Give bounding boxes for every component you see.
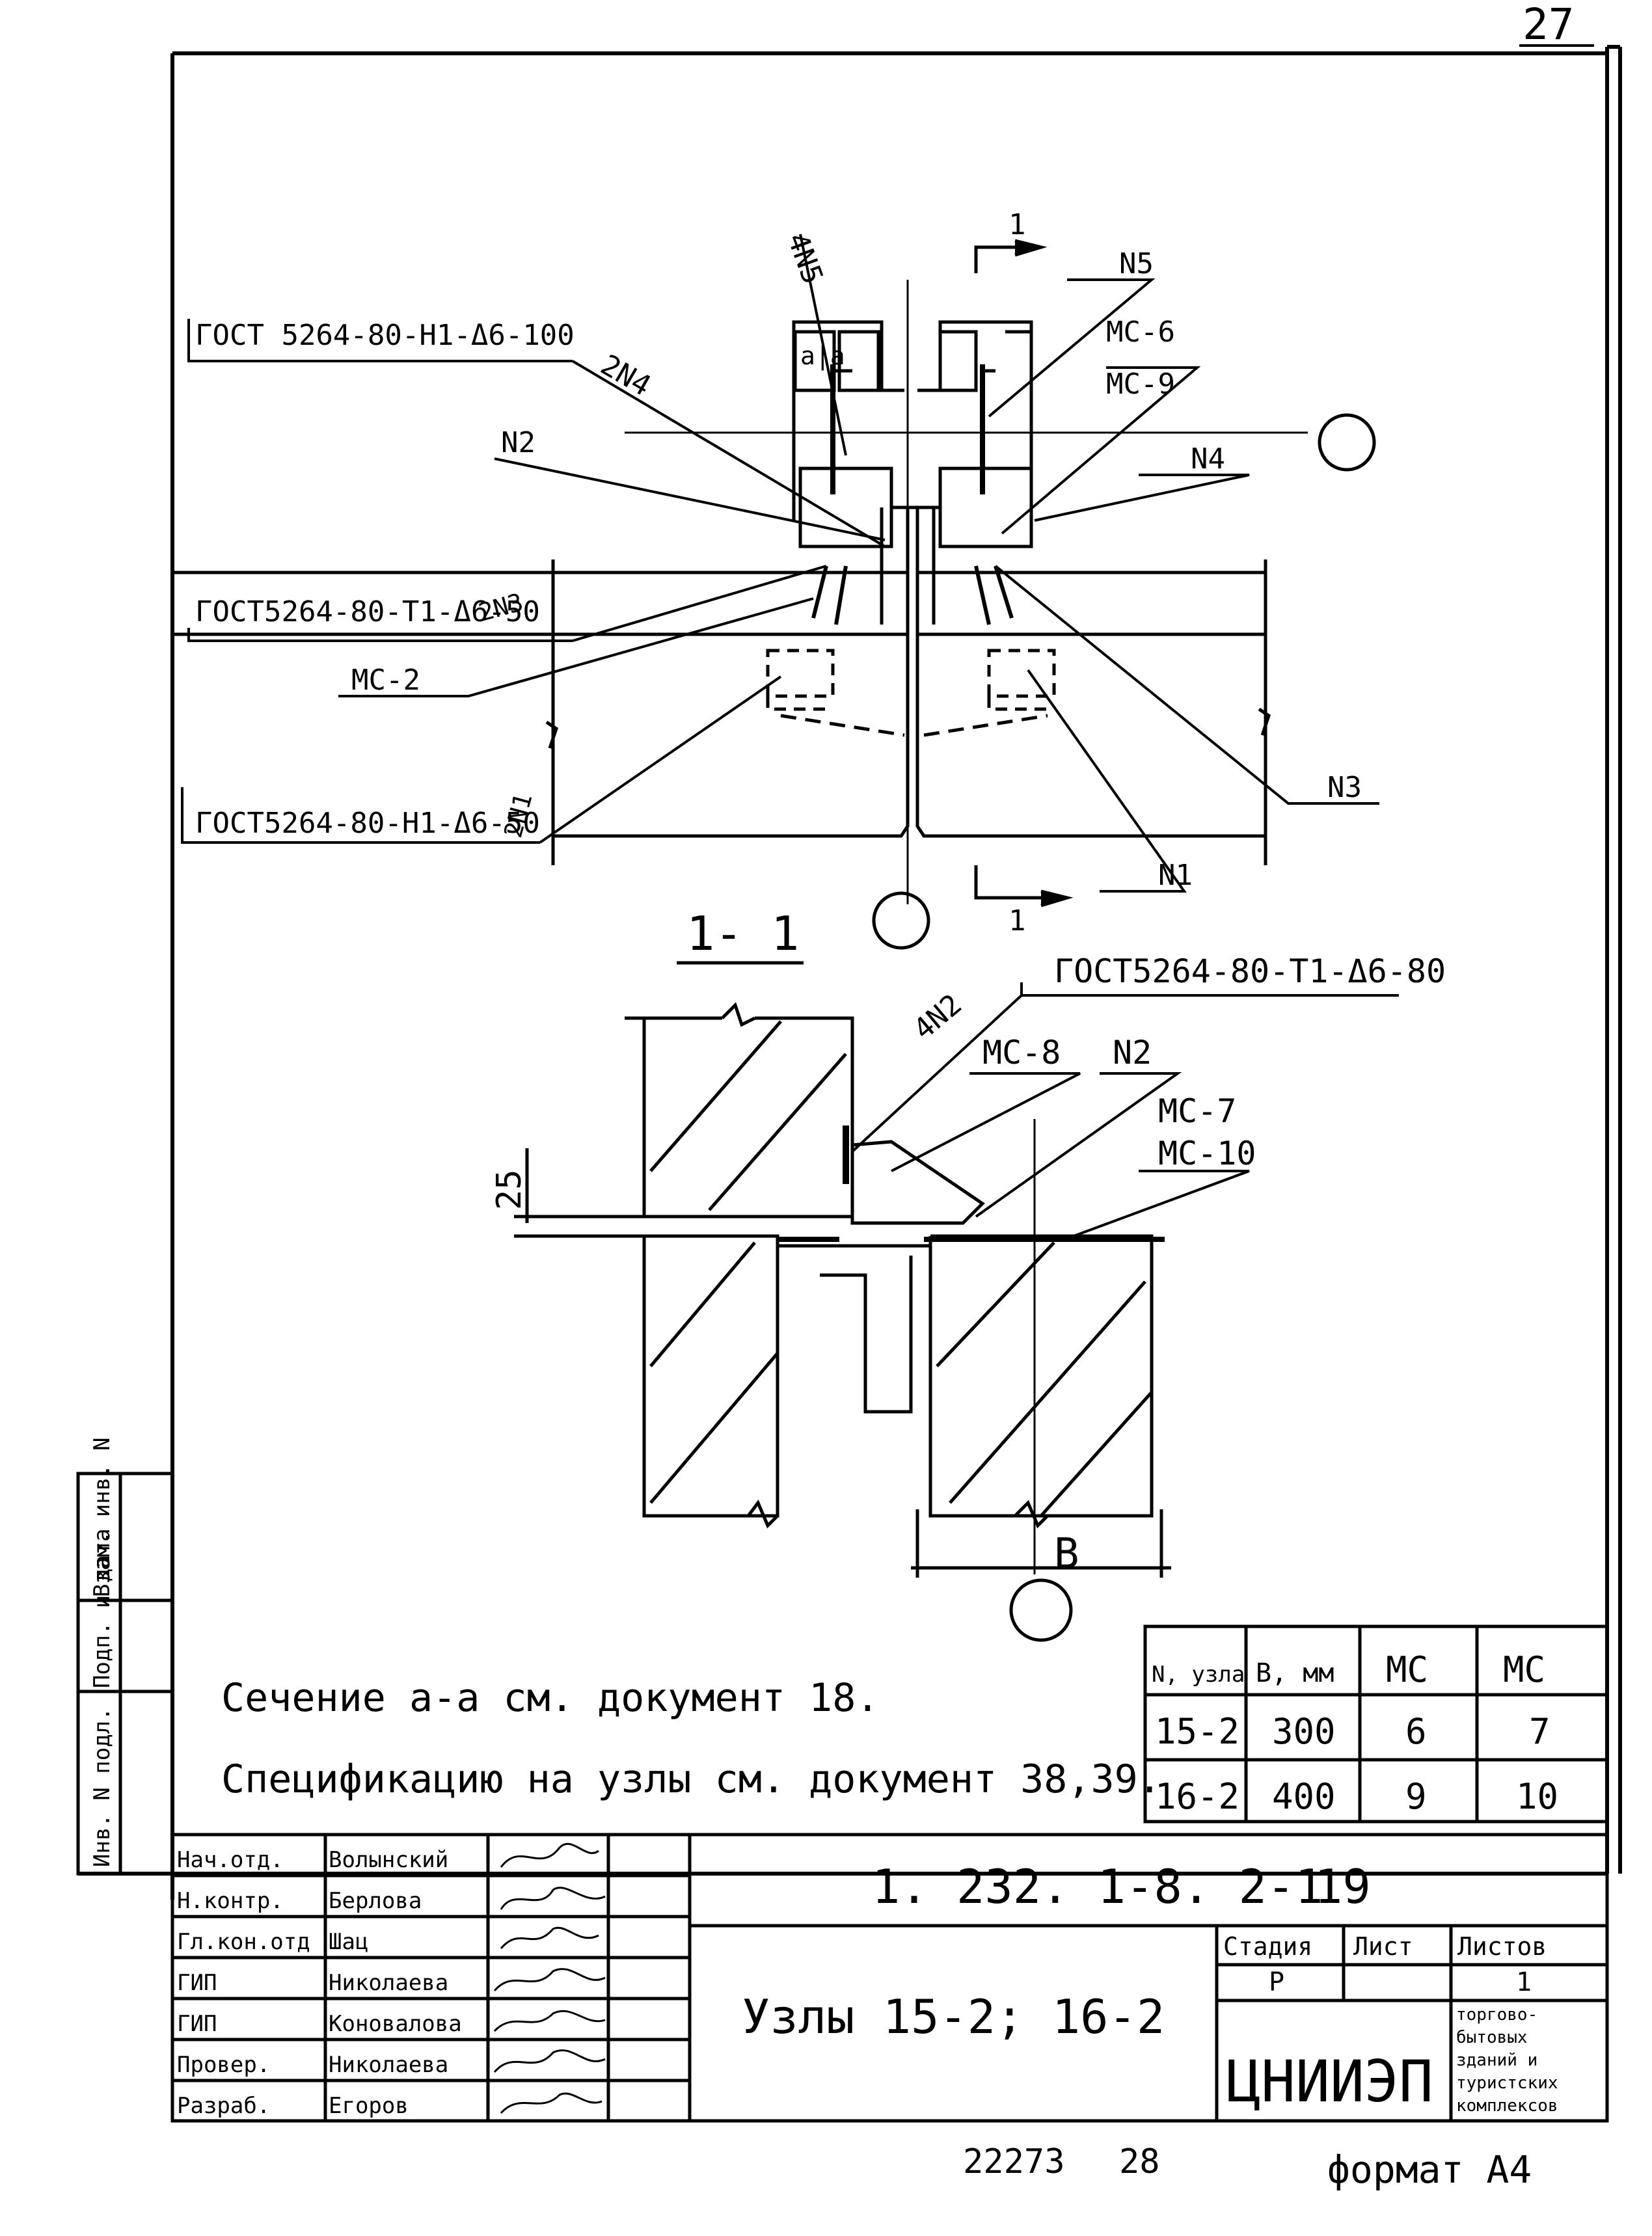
- label-mc9: МС-9: [1106, 368, 1175, 401]
- role-cell: Гл.кон.отд: [177, 1929, 310, 1955]
- name-cell: Николаева: [329, 2052, 448, 2078]
- role-cell: Провер.: [177, 2052, 270, 2078]
- stage-value: Р: [1269, 1967, 1284, 1997]
- label-cut-top: 1: [1009, 208, 1026, 241]
- spec-cell: 16-2: [1155, 1776, 1239, 1817]
- label-n2-section: N2: [1113, 1034, 1152, 1071]
- name-cell: Николаева: [329, 1970, 448, 1996]
- spec-header-node: N, узла: [1152, 1662, 1245, 1688]
- label-gost-mid: ГОСТ5264-80-Т1-Δ6-50: [195, 595, 540, 628]
- label-gost-bottom: ГОСТ5264-80-Н1-Δ6-50: [195, 807, 540, 840]
- signatures: [493, 1842, 606, 2114]
- role-cell: Разраб.: [177, 2093, 270, 2119]
- label-mc10: МС-10: [1158, 1135, 1256, 1172]
- bottom-sheet: 28: [1119, 2142, 1160, 2181]
- side-field-sign: Подп. и дата: [89, 1528, 115, 1688]
- org-note-line: зданий и: [1456, 2051, 1537, 2070]
- label-dim-25: 25: [490, 1169, 529, 1210]
- title-block: [170, 1833, 1609, 2123]
- label-section-gost: ГОСТ5264-80-Т1-Δ6-80: [1054, 952, 1446, 990]
- spec-cell: 9: [1405, 1776, 1427, 1817]
- label-n3: N3: [1327, 771, 1362, 804]
- label-cut-bottom: 1: [1009, 904, 1026, 937]
- spec-cell: 400: [1272, 1776, 1336, 1817]
- bottom-number: 22273: [963, 2142, 1065, 2181]
- section-title: 1- 1: [686, 906, 799, 961]
- spec-cell: 15-2: [1155, 1711, 1239, 1752]
- role-cell: ГИП: [177, 2011, 217, 2037]
- spec-cell: 6: [1405, 1711, 1427, 1752]
- label-n5: N5: [1119, 247, 1154, 280]
- spec-cell: 7: [1529, 1711, 1550, 1752]
- sheets-header: Листов: [1457, 1932, 1547, 1961]
- label-n4: N4: [1191, 442, 1225, 476]
- label-mc2: МС-2: [351, 664, 420, 697]
- org-note-line: туристских: [1456, 2073, 1558, 2093]
- label-n1: N1: [1158, 859, 1193, 892]
- name-cell: Егоров: [329, 2093, 409, 2119]
- section-view: [514, 1002, 1171, 1642]
- section-leaders: [851, 982, 1399, 1237]
- label-n2-plan: N2: [501, 426, 535, 459]
- spec-table: [1143, 1624, 1609, 1824]
- spec-cell: 300: [1272, 1711, 1336, 1752]
- org-name: ЦНИИЭП: [1226, 2048, 1433, 2115]
- name-cell: Волынский: [329, 1847, 448, 1873]
- note-1: Сечение а-а см. документ 18.: [221, 1675, 879, 1721]
- side-field-replace: Взам. инв. N: [89, 1437, 115, 1597]
- label-mc6: МС-6: [1106, 316, 1175, 349]
- role-cell: ГИП: [177, 1970, 217, 1996]
- plan-leaders: [181, 234, 1379, 893]
- label-mc7: МС-7: [1158, 1092, 1236, 1130]
- stage-header: Стадия: [1223, 1932, 1312, 1961]
- note-2: Спецификацию на узлы см. документ 38,39.: [221, 1757, 1161, 1802]
- side-field-inv: Инв. N подл.: [89, 1707, 115, 1867]
- side-stamp: [76, 1472, 174, 1876]
- label-gost-top: ГОСТ 5264-80-Н1-Δ6-100: [195, 319, 575, 352]
- org-note-line: торгово-: [1456, 2005, 1537, 2025]
- spec-header-b: B, мм: [1256, 1658, 1334, 1688]
- spec-header-mc1: МС: [1386, 1649, 1428, 1690]
- sheets-value: 1: [1516, 1967, 1532, 1997]
- label-4n2: 4N2: [907, 988, 968, 1046]
- label-dim-b: B: [1054, 1530, 1079, 1578]
- doc-code: 1. 232. 1-8. 2-1: [872, 1859, 1323, 1914]
- label-mc8: МС-8: [982, 1034, 1061, 1071]
- name-cell: Шац: [329, 1929, 368, 1955]
- org-note-line: комплексов: [1456, 2096, 1558, 2116]
- role-cell: Н.контр.: [177, 1888, 284, 1914]
- name-cell: Коновалова: [329, 2011, 462, 2037]
- org-note-line: бытовых: [1456, 2028, 1528, 2047]
- label-2n4: 2N4: [595, 348, 657, 403]
- sheet-header: Лист: [1353, 1932, 1413, 1961]
- doc-sheet-no: 19: [1314, 1859, 1371, 1914]
- role-cell: Нач.отд.: [177, 1847, 284, 1873]
- label-aa: а|а: [800, 342, 845, 371]
- sheet-frame: [78, 45, 1622, 1900]
- format-label: формат А4: [1327, 2148, 1532, 2192]
- page-number: 27: [1523, 0, 1574, 49]
- doc-title: Узлы 15-2; 16-2: [742, 1989, 1165, 2044]
- spec-header-mc2: МС: [1503, 1649, 1545, 1690]
- spec-cell: 10: [1516, 1776, 1558, 1817]
- name-cell: Берлова: [329, 1888, 422, 1914]
- label-4n5: 4N5: [781, 228, 830, 288]
